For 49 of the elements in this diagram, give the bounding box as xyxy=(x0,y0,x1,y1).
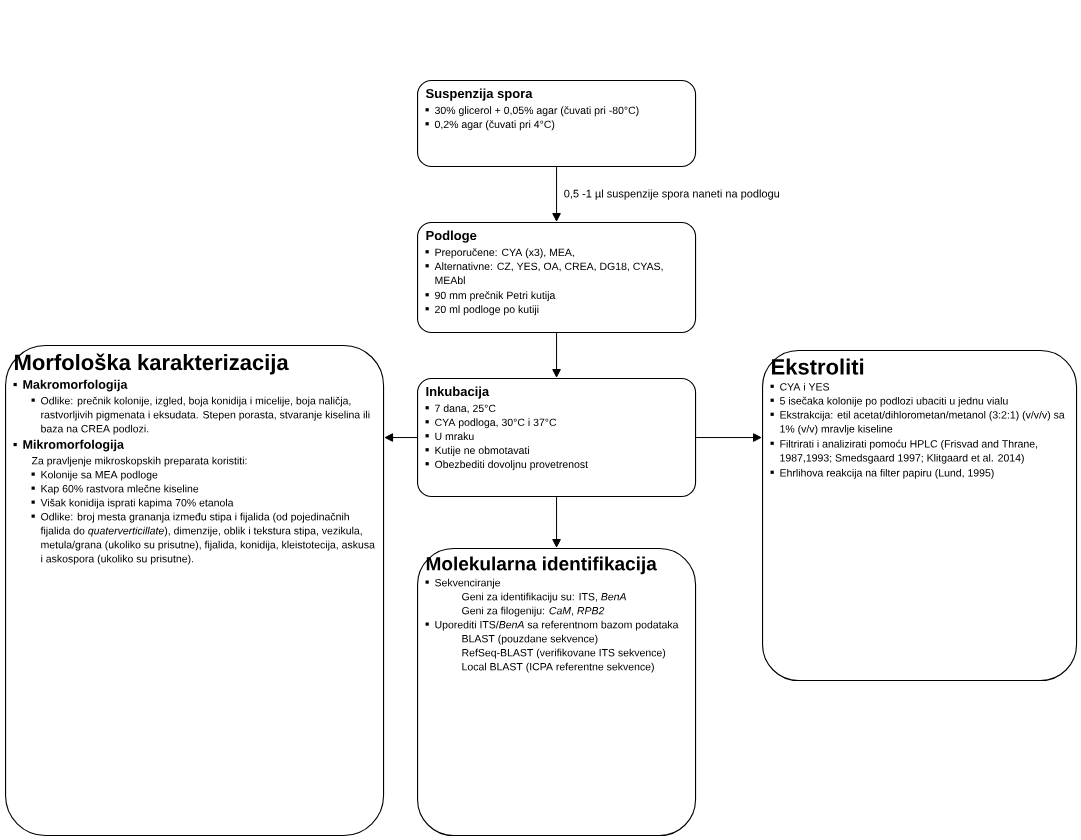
list-item: Odlike: prečnik kolonije, izgled, boja konidija i micelije, boja naličja, rastvorljivih pigmenata i eksudata. Stepen porasta, stvaranje kiselina ili baza na CREA podlozi. xyxy=(31,396,370,435)
arrow xyxy=(552,332,561,378)
process-box xyxy=(417,80,697,168)
list-item: Odlike: broj mesta grananja između stipa i fijalida (od pojedinačnih fijalida do quaterverticillate), dimenzije, oblik i tekstura stipa, vezikula, metula/grana (ukoliko su prisutne), fijalida, konidija, kleistotecija, askusa i askospora (ukoliko su prisutne). xyxy=(31,512,375,565)
box-heading: Suspenzija spora xyxy=(425,88,533,101)
process-box xyxy=(5,345,385,837)
list-item: 90 mm prečnik Petri kutija xyxy=(425,291,556,302)
list-item: 5 isečaka kolonije po podlozi ubaciti u jednu vialu xyxy=(770,396,1008,407)
box-heading: Morfološka karakterizacija xyxy=(15,353,289,375)
list-item: Local BLAST (ICPA referentne sekvence) xyxy=(462,662,654,673)
list-item: U mraku xyxy=(425,432,474,441)
box-heading: Molekularna identifikacija xyxy=(426,556,657,575)
edge-label: 0,5 -1 µl suspenzije spora naneti na podlogu xyxy=(564,189,780,200)
arrow xyxy=(552,166,561,222)
list-item: Kolonije sa MEA podloge xyxy=(31,470,158,481)
list-item: CYA podloga, 30°C i 37°C xyxy=(425,418,557,429)
list-item: 7 dana, 25°C xyxy=(425,404,496,414)
list-item: Ehrlihova reakcija na filter papiru (Lund, 1995) xyxy=(770,468,994,479)
process-box xyxy=(417,548,697,837)
list-item: Za pravljenje mikroskopskih preparata koristiti: xyxy=(31,456,247,467)
list-item: Preporučene: CYA (x3), MEA, xyxy=(425,248,574,259)
list-item: Mikromorfologija xyxy=(13,439,125,452)
list-item: Alternativne: CZ, YES, OA, CREA, DG18, CYAS, MEAbl xyxy=(425,262,663,285)
list-item: Kutije ne obmotavati xyxy=(425,446,529,457)
list-item: 20 ml podloge po kutiji xyxy=(425,305,539,316)
process-box xyxy=(417,378,697,498)
box-heading: Podloge xyxy=(426,230,477,243)
list-item: 30% glicerol + 0,05% agar (čuvati pri -80°C) xyxy=(425,106,639,117)
arrow xyxy=(384,433,418,442)
box-heading: Inkubacija xyxy=(426,386,490,399)
list-item: Uporediti ITS/BenA sa referentnom bazom podataka xyxy=(425,620,679,631)
process-box xyxy=(762,350,1078,682)
process-box xyxy=(417,222,697,334)
list-item: Ekstrakcija: etil acetat/dihlorometan/metanol (3:2:1) (v/v/v) sa 1% (v/v) mravlje kiseline xyxy=(770,410,1065,435)
arrow xyxy=(695,433,762,442)
list-item: 0,2% agar (čuvati pri 4°C) xyxy=(425,120,555,131)
box-heading: Ekstroliti xyxy=(772,358,864,375)
list-item: Višak konidija isprati kapima 70% etanola xyxy=(31,498,234,509)
arrow xyxy=(552,496,561,548)
list-item: Sekvenciranje xyxy=(425,578,500,589)
list-item: Obezbediti dovoljnu provetrenost xyxy=(425,460,588,471)
list-item: Filtrirati i analizirati pomoću HPLC (Frisvad and Thrane, 1987,1993; Smedsgaard 1997; Klitgaard et al. 2014) xyxy=(770,439,1038,464)
list-item: Geni za identifikaciju su: ITS, BenA xyxy=(462,592,626,603)
list-item: Kap 60% rastvora mlečne kiseline xyxy=(31,484,199,495)
list-item: BLAST (pouzdane sekvence) xyxy=(462,634,598,645)
list-item: RefSeq-BLAST (verifikovane ITS sekvence) xyxy=(462,648,666,659)
list-item: CYA i YES xyxy=(770,382,830,391)
list-item: Geni za filogeniju: CaM, RPB2 xyxy=(462,606,605,617)
list-item: Makromorfologija xyxy=(13,379,128,392)
